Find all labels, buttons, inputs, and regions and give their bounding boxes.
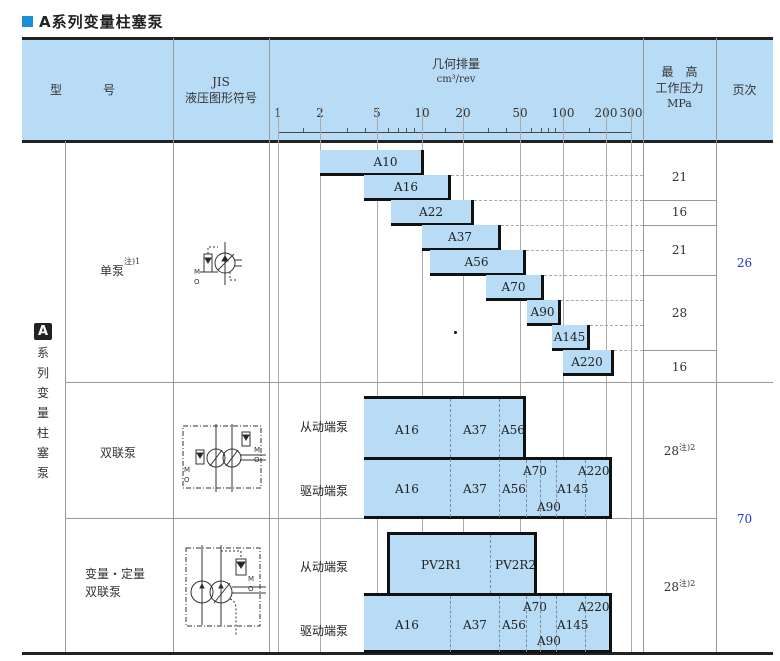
drive2-a90: A90 (537, 634, 561, 648)
bar-a10: A10 (320, 150, 424, 176)
drive2-a16: A16 (395, 618, 419, 632)
title-text: A系列变量柱塞泵 (39, 12, 164, 31)
double-pump-symbol-icon: M O M O (182, 424, 266, 492)
var-fixed-pump-symbol-icon: M O (185, 545, 266, 635)
bar-a70: A70 (486, 275, 544, 301)
pressure-a22: 16 (671, 205, 688, 219)
svg-text:O: O (194, 278, 200, 286)
driven-a56: A56 (501, 423, 525, 437)
drive2-a37: A37 (463, 618, 487, 632)
drive-a90: A90 (537, 500, 561, 514)
header-model-1: 型 (50, 83, 63, 97)
pressure-a37-a56: 21 (671, 243, 688, 257)
header-model-2: 号 (103, 83, 116, 97)
bar-a37: A37 (422, 225, 501, 251)
title-square-icon (22, 15, 33, 27)
table-header (22, 38, 773, 141)
bar-a22: A22 (391, 200, 474, 226)
drive2-a145: A145 (557, 618, 589, 632)
bar-a90: A90 (527, 300, 561, 326)
header-displacement: 几何排量 cm³/rev (431, 57, 480, 85)
series-label: A 系 列 变 量 柱 塞 泵 (28, 320, 58, 483)
var-fixed-pump-label: 变量・定量 双联泵 (85, 567, 146, 599)
section-title: A系列变量柱塞泵 (22, 10, 164, 32)
svg-text:O: O (248, 585, 254, 593)
bar-a16: A16 (364, 175, 451, 201)
driven-a37: A37 (463, 423, 487, 437)
header-pressure: 最 高 工作压力 MPa (655, 65, 704, 110)
svg-text:M: M (184, 466, 190, 474)
drive-a70: A70 (523, 464, 547, 478)
bar-a56: A56 (430, 250, 526, 276)
double-pump-label: 双联泵 (100, 446, 137, 460)
bar-a145: A145 (552, 325, 590, 351)
single-pump-symbol-icon: M O (194, 242, 242, 286)
pressure-a220: 16 (671, 360, 688, 374)
driven-a16: A16 (395, 423, 419, 437)
pressure-double: 28注)2 (663, 443, 696, 458)
drive-end-label-2: 驱动端泵 (300, 624, 349, 638)
dot-mark (454, 331, 457, 334)
driven-pv2r1: PV2R1 (421, 558, 463, 572)
header-page: 页次 (732, 83, 757, 97)
drive-end-label-1: 驱动端泵 (300, 484, 349, 498)
svg-text:O: O (184, 476, 190, 484)
drive-a37: A37 (463, 482, 487, 496)
drive-a56: A56 (502, 482, 526, 496)
drive-a220: A220 (578, 464, 610, 478)
drive2-a56: A56 (502, 618, 526, 632)
svg-text:O: O (254, 456, 260, 464)
driven-end-label-2: 从动端泵 (300, 560, 349, 574)
drive2-a70: A70 (523, 600, 547, 614)
drive-a16: A16 (395, 482, 419, 496)
page-link-26[interactable]: 26 (736, 256, 753, 270)
drive-box-1 (364, 457, 612, 519)
drive-box-2 (364, 593, 612, 653)
pressure-var-fixed: 28注)2 (663, 579, 696, 594)
driven-pv2r2: PV2R2 (495, 558, 537, 572)
svg-text:M: M (194, 268, 200, 276)
drive2-a220: A220 (578, 600, 610, 614)
pressure-a10-a16: 21 (671, 170, 688, 184)
bar-a220: A220 (563, 350, 614, 376)
series-a-icon: A (33, 323, 53, 340)
pressure-a70-a145: 28 (671, 306, 688, 320)
svg-text:M: M (248, 575, 254, 583)
single-pump-label: 单泵注)1 (100, 257, 141, 278)
header-jis: JIS 液压图形符号 (184, 75, 257, 105)
svg-text:M: M (254, 446, 260, 454)
driven-box-2 (387, 532, 537, 596)
driven-end-label-1: 从动端泵 (300, 420, 349, 434)
drive-a145: A145 (557, 482, 589, 496)
page-link-70[interactable]: 70 (736, 512, 753, 526)
